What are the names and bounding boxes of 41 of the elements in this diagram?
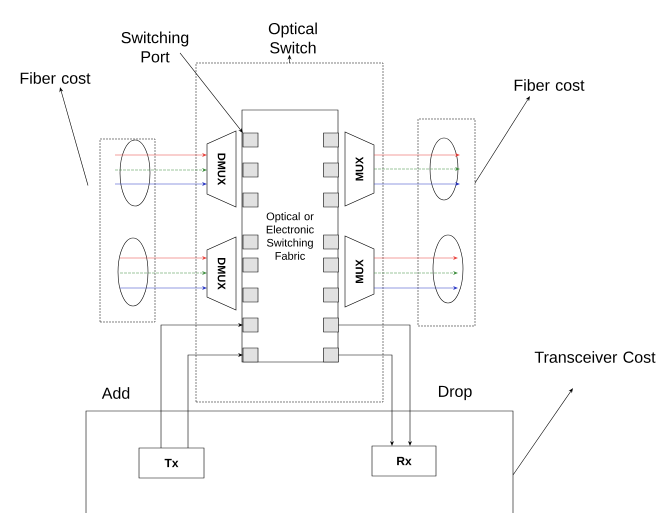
port-square	[242, 192, 258, 208]
port-label: Add	[102, 387, 130, 399]
transmitter-box: Tx	[138, 448, 204, 478]
port-square	[242, 162, 258, 178]
port-square	[323, 192, 339, 208]
annotation-label: Fiber cost	[514, 79, 584, 91]
port-square	[242, 132, 258, 148]
port-square	[323, 318, 339, 332]
port-square	[242, 234, 258, 250]
port-square	[242, 318, 258, 332]
fiber-ellipse	[432, 234, 464, 304]
dashed-box	[100, 138, 156, 322]
annotation-label: Switching Port	[122, 32, 188, 62]
annotation-label: Transceiver Cost	[534, 351, 656, 363]
dashed-box	[196, 62, 384, 402]
mux-trapezoid: MUX	[344, 236, 374, 308]
mux-trapezoid: MUX	[344, 132, 374, 206]
receiver-box: Rx	[372, 446, 436, 476]
port-square	[242, 348, 258, 362]
port-square	[323, 258, 339, 272]
port-square	[323, 162, 339, 178]
demux-trapezoid: DMUX	[206, 130, 236, 208]
leader-arrow	[512, 388, 573, 476]
port-square	[323, 288, 339, 302]
switch-fabric-box: Optical or Electronic Switching Fabric	[242, 110, 338, 362]
leader-arrow	[474, 96, 530, 184]
leader-arrow	[180, 52, 243, 133]
fiber-ellipse	[430, 138, 458, 200]
port-label: Drop	[438, 386, 472, 400]
dashed-box	[418, 118, 476, 326]
annotation-label: Fiber cost	[20, 72, 90, 84]
port-square	[323, 348, 339, 362]
fiber-ellipse	[118, 238, 148, 306]
port-square	[242, 258, 258, 272]
annotation-label: Optical Switch	[268, 22, 317, 54]
demux-trapezoid: DMUX	[206, 236, 236, 310]
fiber-ellipse	[120, 140, 150, 206]
port-square	[323, 234, 339, 250]
port-square	[242, 288, 258, 302]
port-square	[323, 132, 339, 148]
transceiver-box	[86, 410, 514, 514]
